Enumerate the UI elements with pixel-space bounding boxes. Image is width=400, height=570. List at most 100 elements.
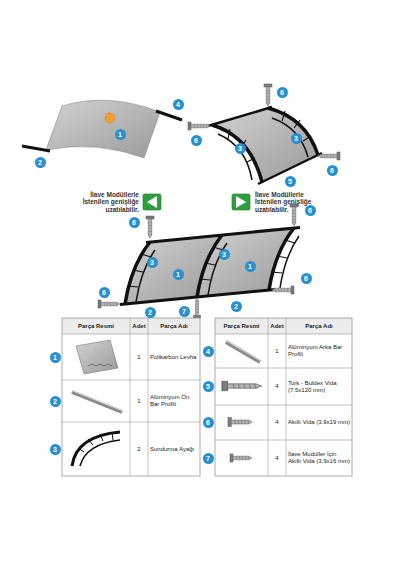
double-canopy-figure <box>98 204 300 318</box>
callout-number: 6 <box>191 135 202 146</box>
arrow-triangle <box>236 196 246 208</box>
callout-number: 2 <box>145 307 156 318</box>
front-bar <box>22 146 50 151</box>
arrow-triangle <box>147 196 157 208</box>
table-cell: 4 <box>268 383 286 390</box>
callout-number: 2 <box>50 396 61 407</box>
table-cell: 4 <box>268 455 286 462</box>
illustration-part <box>230 454 252 462</box>
back-bar <box>146 227 300 242</box>
table-header-row <box>62 318 200 334</box>
illustration-part <box>197 235 227 297</box>
callout-number: 1 <box>245 261 256 272</box>
table-header: Parça Adı <box>286 323 352 330</box>
callout-number: 3 <box>235 143 246 154</box>
back-bar-picture <box>226 342 260 362</box>
front-bar-picture <box>72 391 122 411</box>
callout-number: 7 <box>179 306 190 317</box>
table-header-row <box>215 318 352 334</box>
table-cell: 1 <box>130 398 148 405</box>
table-header: Parça Resmi <box>62 323 130 330</box>
callout-number: 4 <box>203 346 214 357</box>
illustration-part <box>290 204 298 226</box>
table-cell: Sundurma Ayağı <box>149 446 199 453</box>
canopy-leg <box>228 129 255 162</box>
table-grid <box>62 318 200 476</box>
callout-number: 2 <box>231 301 242 312</box>
table-cell: 1 <box>130 354 148 361</box>
table-cell: Akıllı Vida (3.9x19 mm) <box>287 419 351 426</box>
illustration-part <box>228 418 252 427</box>
table-cell: 4 <box>268 419 286 426</box>
table-header: Adet <box>130 323 148 330</box>
leg-picture <box>80 440 120 466</box>
front-bar-picture <box>72 392 122 412</box>
extend-arrow-right <box>232 194 250 210</box>
green-box <box>143 194 161 210</box>
table-cell: 1 <box>268 348 286 355</box>
illustration-part <box>264 84 272 106</box>
callout-number: 2 <box>35 157 46 168</box>
callout-number: 5 <box>203 381 214 392</box>
canopy-figure <box>188 84 340 184</box>
callout-number: 3 <box>147 257 158 268</box>
illustration-part <box>193 298 200 318</box>
canopy-leg <box>272 118 308 157</box>
callout-number: 3 <box>50 444 61 455</box>
illustration-part <box>222 381 262 391</box>
sheet-figure <box>22 100 182 158</box>
callout-number: 6 <box>99 287 110 298</box>
callout-number: 7 <box>203 453 214 464</box>
back-bar <box>156 111 182 120</box>
callout-number: 6 <box>327 165 338 176</box>
illustration-part <box>318 152 340 160</box>
canopy-leg <box>212 125 262 182</box>
leg-picture <box>78 432 113 452</box>
extend-arrow-left <box>143 194 161 210</box>
callout-number: 1 <box>50 352 61 363</box>
table-border <box>215 318 352 476</box>
table-grid <box>215 318 352 476</box>
callout-number: 5 <box>285 176 296 187</box>
table-border <box>62 318 200 476</box>
illustration-part <box>125 242 155 304</box>
canopy-leg <box>218 134 252 180</box>
illustration-part <box>272 286 294 294</box>
table-cell: Alüminyum Ön Bar Profili <box>149 394 199 408</box>
callout-number: 6 <box>305 205 316 216</box>
callout-number: 4 <box>173 99 184 110</box>
leg-picture <box>72 432 120 466</box>
callout-number: 6 <box>277 87 288 98</box>
illustration-part <box>269 228 299 290</box>
illustration-part <box>188 122 210 130</box>
sheet-picture <box>76 340 118 374</box>
callout-number: 3 <box>291 133 302 144</box>
part-pictures <box>72 340 262 466</box>
callout-number: 6 <box>301 273 312 284</box>
table-cell: Polikarbon Levha <box>149 354 199 361</box>
callout-number: 3 <box>219 249 230 260</box>
callout-number: 6 <box>203 417 214 428</box>
table-cell: Tork - Buldex Vida (7.5x120 mm) <box>287 380 351 394</box>
illustration-part <box>146 216 154 238</box>
parts-table <box>62 318 352 476</box>
callout-number: 6 <box>129 217 140 228</box>
sheet-picture <box>88 364 112 366</box>
instruction-note: İlave Modüllerle İstenilen genişliğe uza… <box>255 191 318 214</box>
back-bar-picture <box>226 341 260 361</box>
polycarbonate-sheet <box>46 100 160 158</box>
table-cell: İlave Modüller İçin Akıllı Vida (3.9x16 … <box>287 451 351 465</box>
illustration-part <box>98 300 120 308</box>
sheet-marker <box>105 113 115 123</box>
table-cell: 2 <box>130 446 148 453</box>
table-cell: Alüminyum Arka Bar Profili <box>287 344 351 358</box>
table-header: Parça Adı <box>148 323 200 330</box>
illustration-part <box>197 228 294 297</box>
callout-number: 1 <box>115 129 126 140</box>
table-header: Parça Resmi <box>215 323 268 330</box>
back-bar <box>208 107 272 126</box>
green-box <box>232 194 250 210</box>
